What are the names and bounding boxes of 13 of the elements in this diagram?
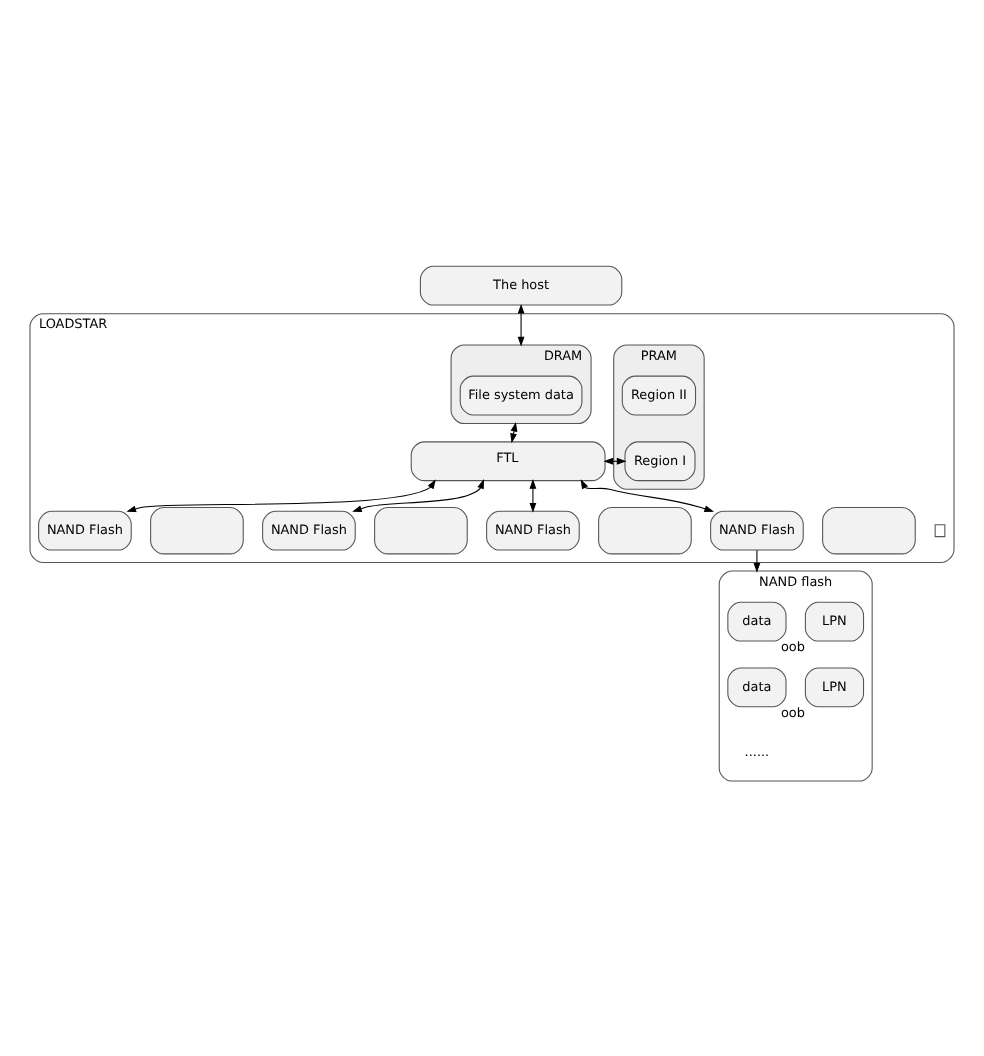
arrow: [753, 549, 761, 573]
arrow: [529, 479, 537, 513]
arrow: [517, 303, 525, 347]
arrow: [603, 457, 627, 465]
node-box: [374, 507, 468, 555]
node-box: [822, 507, 916, 555]
node-box: [934, 524, 946, 538]
arrow: [510, 421, 518, 444]
arrow: [580, 479, 715, 512]
node-box: [150, 507, 244, 555]
arrow: [126, 479, 436, 513]
node-box: [598, 507, 692, 555]
arrow: [352, 479, 484, 512]
